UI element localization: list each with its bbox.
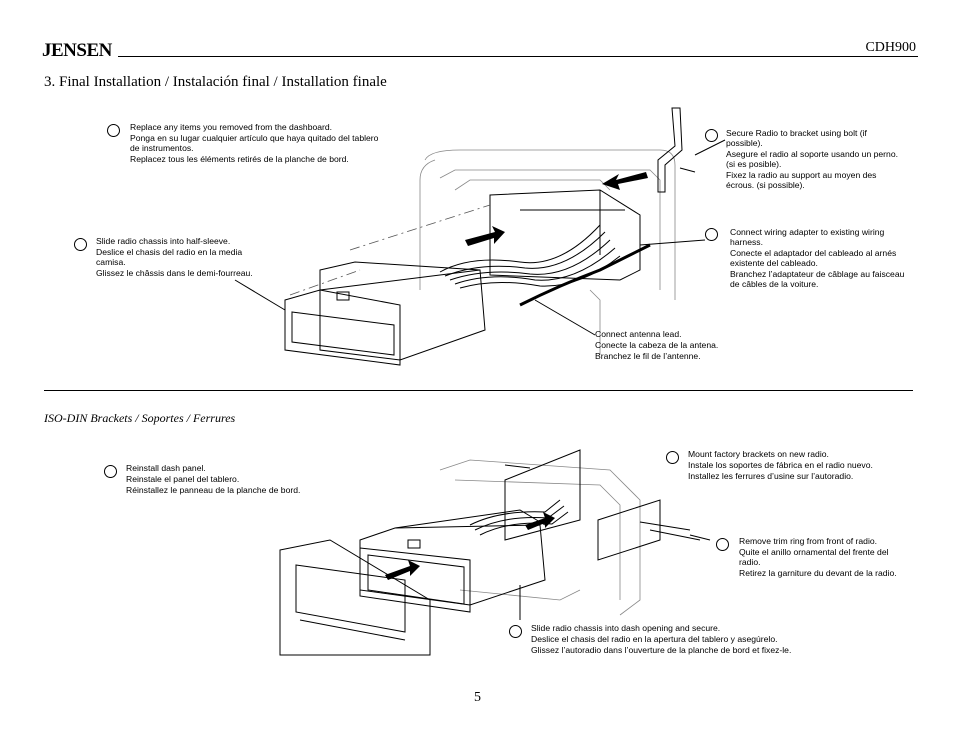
model-number: CDH900 <box>865 40 916 55</box>
note-wiring: Connect wiring adapter to existing wirin… <box>730 227 905 289</box>
step-marker <box>716 538 729 551</box>
page-number: 5 <box>474 690 481 705</box>
section-title: 3. Final Installation / Instalación fina… <box>44 74 387 90</box>
note-dash: Slide radio chassis into dash opening an… <box>531 623 792 655</box>
note-antenna: Connect antenna lead. Conecte la cabeza … <box>595 329 719 361</box>
note-slide: Slide radio chassis into half-sleeve. De… <box>96 236 253 278</box>
step-marker <box>705 228 718 241</box>
step-marker <box>107 124 120 137</box>
note-reinstall: Reinstall dash panel. Reinstale el panel… <box>126 463 301 495</box>
step-marker <box>509 625 522 638</box>
note-replace: Replace any items you removed from the d… <box>130 122 379 164</box>
step-marker <box>104 465 117 478</box>
header-rule <box>118 56 918 57</box>
note-trim: Remove trim ring from front of radio. Qu… <box>739 536 897 578</box>
note-secure: Secure Radio to bracket using bolt (if p… <box>726 128 898 190</box>
step-marker <box>74 238 87 251</box>
brand-logo: JENSEN <box>42 40 112 61</box>
note-mount: Mount factory brackets on new radio. Ins… <box>688 449 873 481</box>
section-divider <box>44 390 913 391</box>
step-marker <box>705 129 718 142</box>
section-subtitle: ISO-DIN Brackets / Soportes / Ferrures <box>44 411 236 425</box>
step-marker <box>666 451 679 464</box>
